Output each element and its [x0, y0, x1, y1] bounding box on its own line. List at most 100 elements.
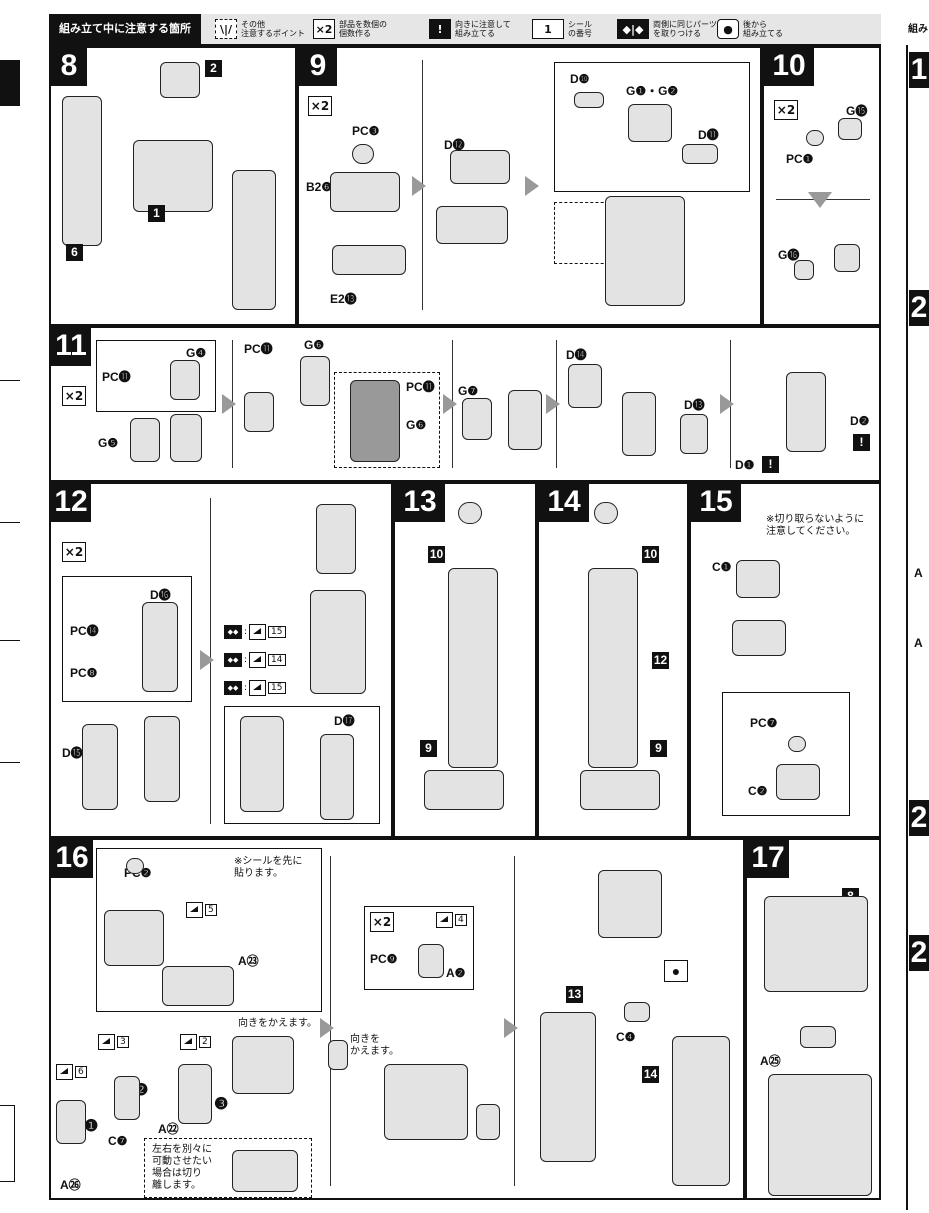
part-foot-assembled [436, 206, 508, 244]
part-label: G❹ [186, 346, 207, 360]
direction-note: 向きをかえます。 [238, 1018, 317, 1029]
part-leg-assembled [588, 568, 638, 768]
part-d10 [574, 92, 604, 108]
legend-item-direction: ! 向きに注意して 組み立てる [429, 17, 511, 41]
part-label: C❹ [616, 1030, 636, 1044]
step-11-panel [49, 326, 881, 482]
order-label: ❶ [84, 1118, 99, 1135]
step-number-16: 16 [51, 840, 93, 878]
part-hip-block [104, 910, 164, 966]
part-label: A㉖ [60, 1178, 81, 1192]
part-g6 [300, 356, 330, 406]
multiply-badge: ×2 [62, 386, 86, 406]
multiply-badge: ×2 [308, 96, 332, 116]
part-g15 [838, 118, 862, 140]
edge-label: A [914, 636, 923, 650]
step-16-panel [49, 838, 745, 1200]
sticker-note: ※シールを先に 貼ります。 [234, 856, 303, 879]
ref-label: 12 [652, 652, 669, 669]
part-joint [244, 392, 274, 432]
step-edge: 1 [909, 52, 929, 88]
exclamation-icon: ! [853, 434, 870, 451]
sticker-row: ◆◆:15 [224, 624, 286, 640]
part-rear-armor [328, 1040, 348, 1070]
multiply-icon: ×2 [313, 19, 335, 39]
part-knee-mid [622, 392, 656, 456]
direction-note: 向きを かえます。 [350, 1034, 399, 1057]
step-number-17: 17 [747, 840, 789, 878]
part-g6-detail [350, 380, 400, 462]
part-g16 [794, 260, 814, 280]
sticker-row: ◆◆:14 [224, 652, 286, 668]
part-label: G❶・G❷ [626, 84, 679, 98]
next-arrow [546, 394, 560, 414]
part-leg-shell [310, 590, 366, 694]
part-label: G❺ [98, 436, 119, 450]
part-label: A㉓ [238, 954, 259, 968]
part-label: D❿ [570, 72, 590, 86]
part-ball-joint [594, 502, 618, 524]
ref-label: 9 [420, 740, 437, 757]
part-label: D⓭ [684, 398, 705, 412]
legend-item-point: \|/ その他 注意するポイント [215, 17, 305, 41]
step-14-panel [537, 482, 689, 838]
part-a25 [800, 1026, 836, 1048]
part-c1 [736, 560, 780, 598]
sticker-label: 3 [98, 1034, 129, 1050]
part-label: PC⓫ [244, 342, 273, 356]
exclamation-icon: ! [762, 456, 779, 473]
part-thigh [316, 504, 356, 574]
order-label: ❸ [214, 1096, 229, 1113]
step-number-11: 11 [51, 328, 91, 366]
sticker-label: 2 [180, 1034, 211, 1050]
part-a2 [418, 944, 444, 978]
part-label: D❶ [735, 458, 755, 472]
part-d13 [680, 414, 708, 454]
part-label: C❶ [712, 560, 732, 574]
part-side-plate [476, 1104, 500, 1140]
part-label: PC❾ [370, 952, 398, 966]
next-arrow [504, 1018, 518, 1038]
step-17-panel [745, 838, 881, 1200]
sticker-icon [436, 912, 453, 928]
step-number-12: 12 [51, 484, 91, 522]
part-label: D⓮ [566, 348, 587, 362]
ref-label: 1 [148, 205, 165, 222]
ref-label: 13 [566, 986, 583, 1003]
cut-note: 左右を別々に 可動させたい 場合は切り 離します。 [152, 1144, 212, 1191]
part-d16 [142, 602, 178, 692]
part-hip-top [598, 870, 662, 938]
ref-label: 10 [642, 546, 659, 563]
sticker-icon [249, 652, 267, 668]
step-edge: 2 [909, 290, 929, 326]
part-inner-frame [240, 716, 284, 812]
part-label: D⓯ [62, 746, 83, 760]
sticker-icon [186, 902, 203, 918]
part-leg-left-full [540, 1012, 596, 1162]
legend-item-sticker: 1 シール の番号 [532, 17, 592, 41]
part-label: PC❽ [70, 666, 98, 680]
part-pc1 [806, 130, 824, 146]
multiply-badge: ×2 [62, 542, 86, 562]
multiply-badge: ×2 [774, 100, 798, 120]
part-foot-base [332, 245, 406, 275]
part-d17 [320, 734, 354, 820]
step-10-panel [762, 46, 881, 326]
sticker-row: ◆◆:15 [224, 680, 286, 696]
next-arrow [222, 394, 236, 414]
part-leg-assembled [448, 568, 498, 768]
part-label: PC⓫ [102, 370, 131, 384]
part-foot [424, 770, 504, 810]
edge-box [0, 1105, 15, 1182]
both-sides-icon: ◆|◆ [617, 19, 649, 39]
sticker-label: 6 [56, 1064, 87, 1080]
next-arrow [720, 394, 734, 414]
part-label: C❷ [748, 784, 768, 798]
ref-label: 14 [642, 1066, 659, 1083]
legend-item-both-sides: ◆|◆ 両側に同じパーツ を取りつける [617, 17, 717, 41]
part-label: PC❼ [750, 716, 778, 730]
part-ankle-joint [834, 244, 860, 272]
part-label: B2❻ [306, 180, 333, 194]
next-arrow [200, 650, 214, 670]
next-arrow [525, 176, 539, 196]
